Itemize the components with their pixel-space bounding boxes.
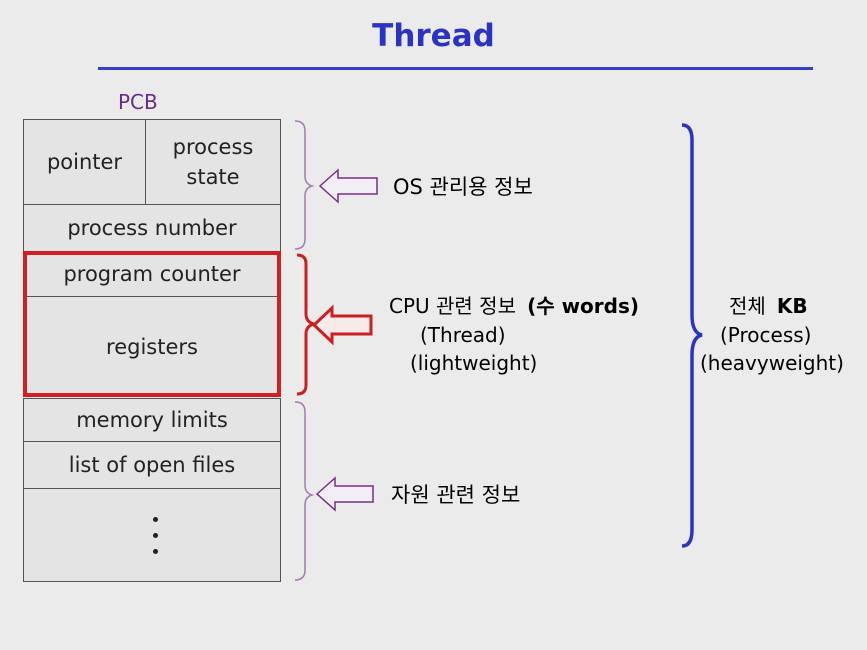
cpu-info-line: CPU 관련 정보 (수 words) [389, 294, 639, 318]
ellipsis-dot [153, 549, 158, 554]
registers-label: registers [106, 334, 198, 359]
slide-title: Thread [372, 18, 495, 54]
thread-text: (Thread) [420, 323, 506, 347]
pcb-label: PCB [118, 90, 158, 114]
cpu-highlight-box [23, 251, 281, 397]
cpu-brace-icon [296, 253, 315, 396]
process-state-line1: process [172, 135, 254, 159]
pcb-cell-open-files: list of open files [23, 441, 281, 489]
program-counter-label: program counter [63, 262, 241, 286]
ellipsis-dot [153, 517, 158, 522]
title-underline [98, 67, 813, 70]
resource-brace-icon [294, 401, 315, 581]
cpu-info-text: CPU 관련 정보 [389, 294, 516, 318]
os-info-text: OS 관리용 정보 [393, 175, 533, 199]
pcb-cell-registers: registers [23, 296, 281, 397]
resource-arrow-icon [315, 476, 374, 512]
total-unit-text: KB [777, 294, 808, 318]
pcb-cell-memory-limits: memory limits [23, 398, 281, 442]
pcb-cell-program-counter: program counter [23, 251, 281, 297]
heavyweight-text: (heavyweight) [700, 351, 844, 375]
ellipsis-dot [153, 533, 158, 538]
process-text: (Process) [720, 323, 811, 347]
pointer-label: pointer [46, 150, 123, 174]
process-number-label: process number [67, 216, 237, 240]
cpu-arrow-icon [311, 304, 373, 346]
total-text: 전체 [729, 294, 766, 318]
pcb-cell-more [23, 488, 281, 582]
open-files-label: list of open files [68, 453, 236, 477]
pcb-cell-process-number: process number [23, 204, 281, 252]
resource-info-text: 자원 관련 정보 [391, 483, 520, 507]
memory-limits-label: memory limits [76, 408, 228, 432]
lightweight-text: (lightweight) [410, 351, 537, 375]
process-state-line2: state [186, 165, 240, 189]
cpu-words-text: (수 words) [527, 294, 639, 318]
total-brace-icon [681, 123, 703, 548]
total-kb-line: 전체 KB [729, 294, 808, 318]
os-arrow-icon [318, 168, 378, 204]
os-brace-icon [294, 120, 315, 250]
